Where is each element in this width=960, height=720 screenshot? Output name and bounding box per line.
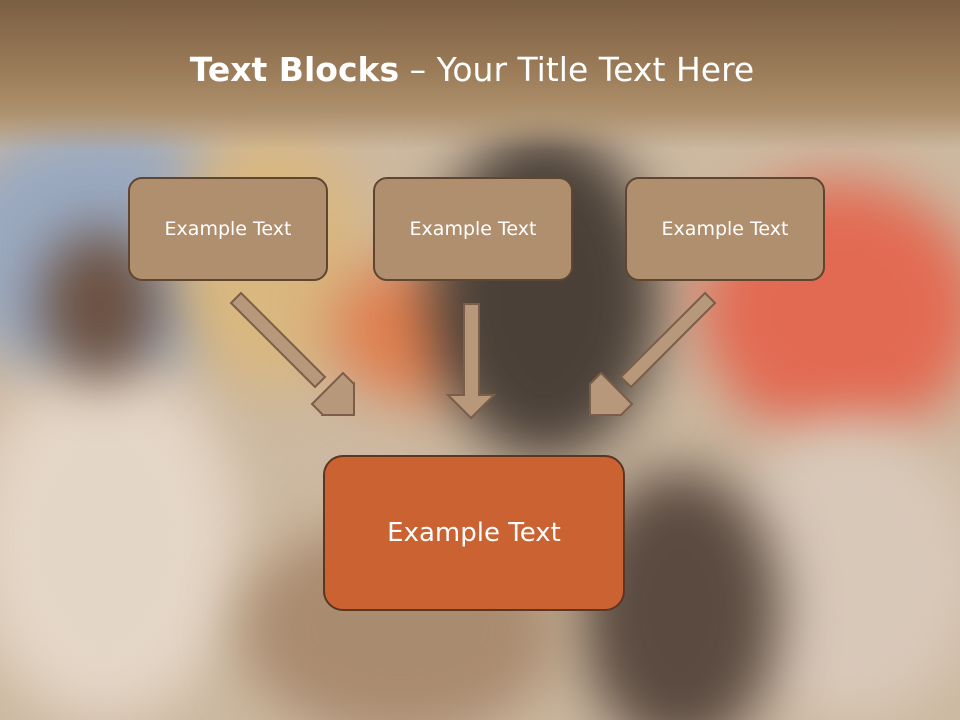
arrow-left-tip-icon — [310, 371, 355, 416]
title-bold: Text Blocks — [189, 50, 400, 89]
title-band — [0, 0, 960, 150]
text-block-3[interactable]: Example Text — [625, 177, 825, 281]
slide-title: Text Blocks – Your Title Text Here — [0, 50, 944, 89]
text-block-1[interactable]: Example Text — [128, 177, 328, 281]
text-block-1-label: Example Text — [164, 218, 292, 240]
arrow-left-icon — [229, 291, 327, 389]
text-block-2[interactable]: Example Text — [373, 177, 573, 281]
arrow-right-tip-icon — [589, 371, 634, 416]
arrow-right-icon — [619, 291, 717, 389]
text-block-3-label: Example Text — [661, 218, 789, 240]
text-block-2-label: Example Text — [409, 218, 537, 240]
title-rest: – Your Title Text Here — [409, 50, 755, 89]
main-text-block[interactable]: Example Text — [323, 455, 625, 611]
arrow-center-icon — [445, 303, 497, 420]
main-text-block-label: Example Text — [387, 518, 561, 548]
